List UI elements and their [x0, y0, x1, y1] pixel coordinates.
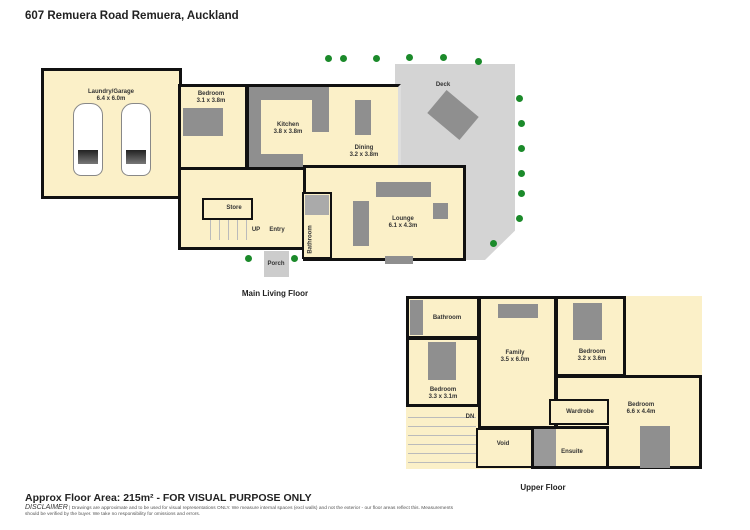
disclaimer-title: DISCLAIMER — [25, 504, 68, 511]
bed-icon — [640, 426, 670, 468]
tree-icon — [516, 215, 523, 222]
deck-label: Deck — [435, 82, 451, 88]
tree-icon — [325, 55, 332, 62]
tree-icon — [518, 170, 525, 177]
room-store — [202, 198, 253, 220]
main-floor-label: Main Living Floor — [241, 289, 309, 298]
shower-icon — [534, 429, 556, 466]
car-icon — [121, 103, 151, 176]
stairs-up-label: UP — [251, 227, 261, 233]
armchair-icon — [433, 203, 448, 219]
tree-icon — [518, 120, 525, 127]
stairs-down-label: DN — [465, 414, 475, 420]
tree-icon — [406, 54, 413, 61]
tree-icon — [518, 145, 525, 152]
room-wardrobe — [549, 399, 609, 425]
car-icon — [73, 103, 103, 176]
room-garage — [41, 68, 182, 199]
kitchen-counter — [261, 154, 303, 167]
kitchen-counter — [249, 87, 261, 167]
tree-icon — [373, 55, 380, 62]
tree-icon — [245, 255, 252, 262]
void-label: Void — [496, 441, 510, 447]
shower-icon — [305, 195, 329, 215]
tree-icon — [340, 55, 347, 62]
bathtub-icon — [410, 300, 423, 335]
floor-area: Approx Floor Area: 215m² - FOR VISUAL PU… — [25, 492, 312, 504]
upper-stairs — [408, 409, 476, 467]
fireplace-icon — [385, 256, 413, 264]
disclaimer-text: | Drawings are approximate and to be use… — [25, 506, 453, 517]
upper-floor-label: Upper Floor — [520, 483, 566, 492]
tree-icon — [440, 54, 447, 61]
bathroom-label: Bathroom — [307, 225, 314, 254]
upper-bathroom-label: Bathroom — [432, 315, 462, 321]
tree-icon — [516, 95, 523, 102]
entry-label: Entry — [269, 227, 285, 233]
kitchen-island — [312, 87, 329, 132]
tree-icon — [291, 255, 298, 262]
disclaimer: DISCLAIMER | Drawings are approximate an… — [25, 504, 465, 518]
tree-icon — [490, 240, 497, 247]
sofa-icon — [376, 182, 431, 197]
dining-table-icon — [355, 100, 371, 135]
sofa-icon — [353, 201, 369, 246]
kitchen-counter — [249, 87, 329, 100]
wardrobe-label: Wardrobe — [566, 409, 594, 415]
bed-icon — [428, 342, 456, 380]
bed-icon — [573, 303, 602, 340]
tree-icon — [518, 190, 525, 197]
tree-icon — [475, 58, 482, 65]
ensuite-label: Ensuite — [561, 449, 583, 455]
room-void — [476, 428, 534, 468]
porch — [264, 251, 289, 277]
bed-icon — [183, 108, 223, 136]
sofa-icon — [498, 304, 538, 318]
page-title: 607 Remuera Road Remuera, Auckland — [25, 10, 239, 22]
porch-label: Porch — [267, 261, 285, 267]
store-label: Store — [226, 205, 242, 211]
